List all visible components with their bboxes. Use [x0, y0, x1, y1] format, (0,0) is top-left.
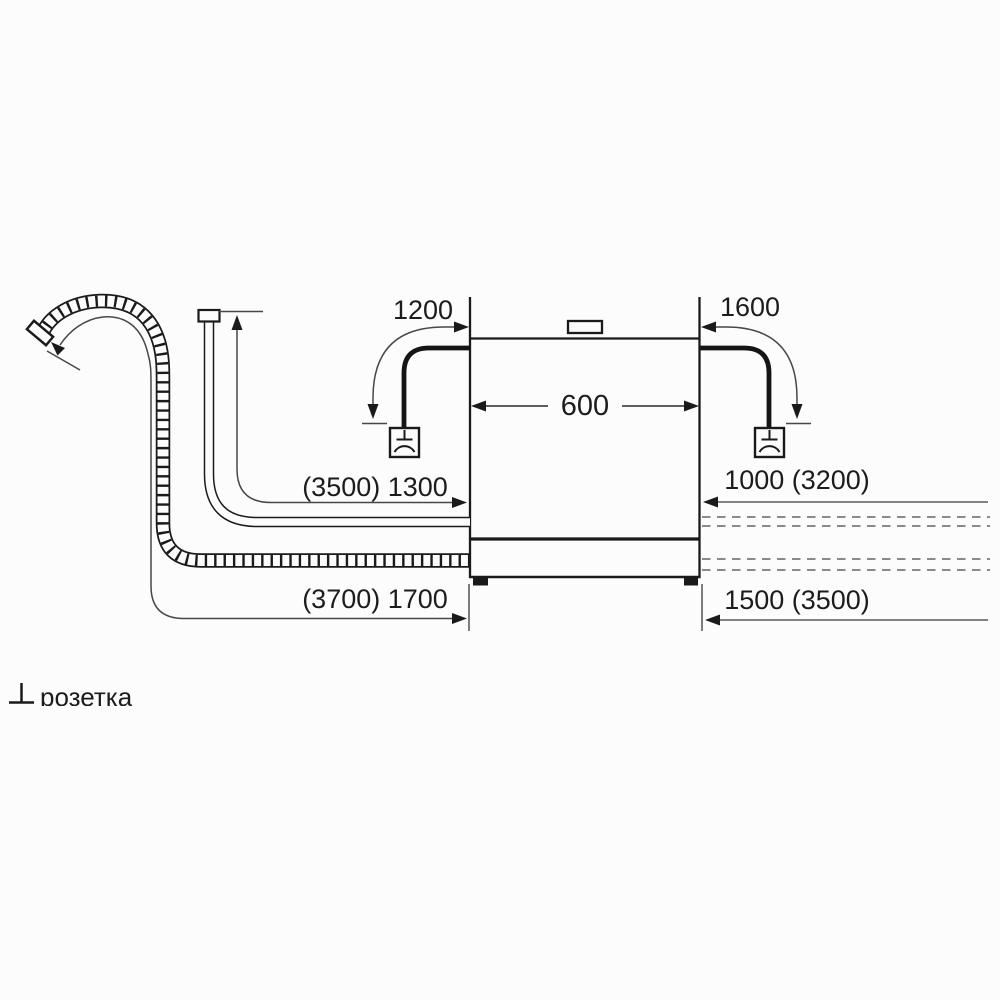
supply-hose — [197, 308, 470, 528]
dim-label-1200: 1200 — [392, 295, 454, 325]
arrow-left-icon — [705, 614, 720, 626]
dim-label-1600: 1600 — [719, 292, 781, 322]
arrow-left-icon — [703, 496, 718, 508]
appliance-outline — [468, 297, 701, 586]
foot-right — [684, 578, 698, 586]
dim-3700-1700-line — [46, 316, 467, 624]
extension-lines — [468, 584, 703, 631]
arrow-upleft-icon — [51, 342, 65, 356]
arrow-left-icon — [701, 321, 716, 333]
dim-1500-3500-line — [705, 614, 988, 626]
power-cables — [401, 345, 772, 427]
arrow-left-icon — [471, 400, 486, 412]
arrow-right-icon — [454, 321, 469, 333]
hose-continuation-dashed — [702, 516, 990, 571]
dim-label-3700-1700: (3700) 1700 — [302, 584, 448, 614]
dim-1000-3200-line — [703, 496, 988, 508]
dim-label-1500-3500: 1500 (3500) — [724, 585, 870, 615]
power-cable-left — [401, 345, 470, 427]
top-handle-rect — [566, 319, 604, 335]
supply-hose-fitting — [197, 308, 221, 323]
socket-symbol-right — [753, 426, 786, 459]
arrow-down-icon — [367, 404, 379, 419]
arrow-right-icon — [452, 613, 467, 624]
measure-tick-diagonal — [46, 350, 81, 371]
legend-socket-icon — [9, 683, 34, 704]
dim-3500-1300-line — [219, 310, 467, 508]
legend-socket-label: розетка — [40, 683, 133, 706]
drain-hose-inner — [36, 295, 470, 566]
dim-1600-line — [701, 321, 811, 425]
dim-1200-line — [362, 321, 469, 425]
dim-label-1000-3200: 1000 (3200) — [724, 465, 870, 495]
arrow-right-icon — [452, 497, 467, 508]
supply-hose-core — [205, 321, 470, 526]
socket-symbol-left — [388, 426, 421, 459]
arrow-down-icon — [791, 404, 803, 419]
power-cable-right — [700, 345, 772, 427]
arrow-up-icon — [231, 315, 243, 330]
drain-hose-end-cap — [25, 319, 55, 347]
foot-left — [473, 578, 488, 586]
arrow-right-icon — [684, 400, 699, 412]
dim-600-line — [471, 400, 699, 412]
drain-hose — [25, 293, 470, 568]
dim-label-600: 600 — [554, 390, 616, 424]
dim-label-3500-1300: (3500) 1300 — [302, 472, 448, 502]
